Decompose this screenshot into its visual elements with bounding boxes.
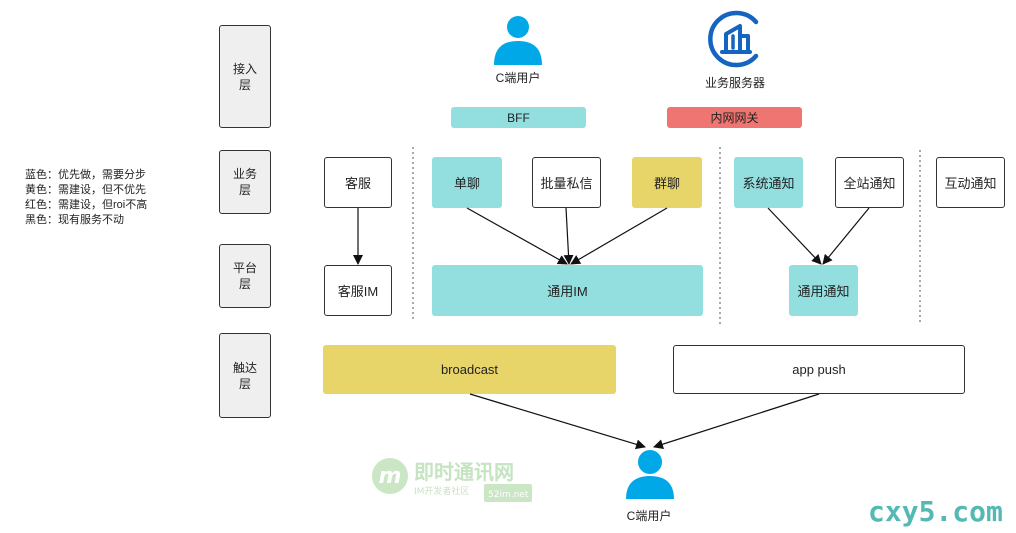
- layer-platform-label: 平台 层: [232, 261, 257, 291]
- building-icon: [708, 10, 759, 68]
- broadcast-node: broadcast: [323, 345, 616, 394]
- legend-black: 黑色：现有服务不动: [25, 214, 124, 226]
- legend-red: 红色：需建设，但roi不高: [25, 199, 148, 211]
- watermark-logo-icon: m: [372, 458, 408, 494]
- xitong-label: 系统通知: [742, 176, 795, 191]
- tongyong-tz-node: 通用通知: [789, 265, 858, 316]
- qunliao-node: 群聊: [632, 157, 702, 208]
- user-icon: [626, 450, 674, 499]
- layer-business: 业务 层: [219, 150, 271, 214]
- watermark: m 即时通讯网 IM开发者社区 52im.net: [372, 456, 542, 502]
- layer-reach-label: 触达 层: [232, 360, 257, 391]
- watermark-domain-badge: 52im.net: [484, 484, 533, 502]
- intranet-gateway: 内网网关: [667, 107, 802, 128]
- user-icon: [494, 16, 542, 65]
- arrow-qunliao-to-im: [570, 207, 668, 265]
- intranet-label: 内网网关: [710, 111, 759, 125]
- watermark-logo-letter: m: [378, 463, 402, 489]
- watermark-title: 即时通讯网: [414, 460, 514, 484]
- app-push-node: app push: [673, 345, 965, 394]
- arrow-broadcast-to-user: [469, 393, 646, 450]
- quanzhan-label: 全站通知: [843, 176, 896, 191]
- biz-service-label: 业务服务器: [704, 76, 765, 90]
- xitong-node: 系统通知: [734, 157, 803, 208]
- watermark-subtitle: IM开发者社区: [414, 487, 470, 497]
- arrow-danliao-to-im: [466, 207, 568, 265]
- danliao-label: 单聊: [453, 176, 480, 191]
- layer-access-label: 接入 层: [232, 61, 257, 92]
- quanzhan-node: 全站通知: [835, 157, 904, 208]
- bff-gateway: BFF: [451, 107, 586, 128]
- arrow-pilang-to-im: [563, 207, 574, 265]
- arrow-quanzhan-to-tz: [822, 207, 870, 265]
- layer-access: 接入 层: [219, 25, 271, 128]
- c-user-bottom-label: C端用户: [626, 509, 672, 523]
- layer-business-label: 业务 层: [232, 167, 257, 197]
- legend-blue: 蓝色：优先做，需要分步: [25, 169, 146, 181]
- layer-reach: 触达 层: [219, 333, 271, 418]
- tongyong-im-node: 通用IM: [432, 265, 703, 316]
- tongyong-tz-label: 通用通知: [797, 284, 850, 299]
- hudong-node: 互动通知: [936, 157, 1005, 208]
- tongyong-im-label: 通用IM: [547, 284, 588, 299]
- c-user-top-label: C端用户: [495, 71, 541, 85]
- arrow-apppush-to-user: [653, 393, 820, 450]
- watermark-domain: 52im.net: [488, 490, 529, 500]
- pilang-label: 批量私信: [540, 176, 593, 191]
- arrow-xitong-to-tz: [767, 207, 822, 265]
- broadcast-label: broadcast: [440, 362, 499, 377]
- pilang-node: 批量私信: [532, 157, 601, 208]
- legend: 蓝色：优先做，需要分步 黄色：需建设，但不优先 红色：需建设，但roi不高 黑色…: [25, 168, 147, 228]
- kefu-label: 客服: [344, 176, 371, 191]
- qunliao-label: 群聊: [653, 176, 680, 191]
- layer-platform: 平台 层: [219, 244, 271, 308]
- site-watermark: cxy5.com: [868, 495, 1003, 528]
- app-push-label: app push: [792, 362, 846, 377]
- legend-yellow: 黄色：需建设，但不优先: [25, 184, 146, 196]
- bff-label: BFF: [507, 110, 530, 125]
- danliao-node: 单聊: [432, 157, 502, 208]
- kefu-im-node: 客服IM: [324, 265, 392, 316]
- hudong-label: 互动通知: [944, 176, 997, 191]
- kefu-im-label: 客服IM: [337, 284, 379, 299]
- kefu-node: 客服: [324, 157, 392, 208]
